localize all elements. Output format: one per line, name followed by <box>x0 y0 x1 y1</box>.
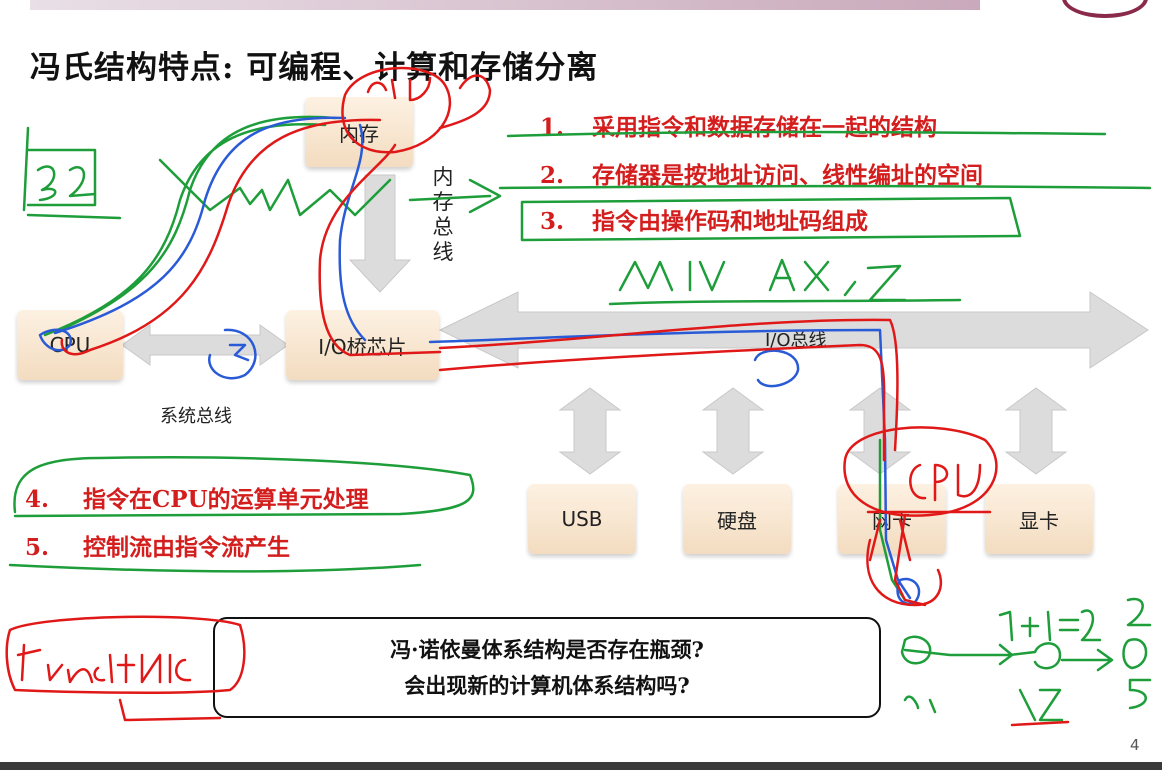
header-bar <box>30 0 980 10</box>
footer-bar <box>0 762 1162 770</box>
nic-bus-arrow <box>848 387 912 475</box>
disk-label: 硬盘 <box>717 508 757 533</box>
rule-4: 4.指令在CPU的运算单元处理 <box>25 486 369 513</box>
page-number: 4 <box>1130 736 1140 754</box>
memory-bus-arrow <box>348 174 412 293</box>
rule-2: 2.存储器是按地址访问、线性编址的空间 <box>540 162 983 189</box>
memory-bus-label: 内 存 总 线 <box>432 165 454 264</box>
disk-box: 硬盘 <box>683 484 791 554</box>
io-bridge-box: I/O桥芯片 <box>286 310 439 380</box>
cpu-box: CPU <box>17 310 123 380</box>
nic-box: 网卡 <box>838 484 946 554</box>
gpu-label: 显卡 <box>1019 508 1059 533</box>
disk-bus-arrow <box>701 387 765 475</box>
io-bridge-label: I/O桥芯片 <box>318 334 407 359</box>
rule-3: 3.指令由操作码和地址码组成 <box>540 208 868 235</box>
question-box: 冯·诺依曼体系结构是否存在瓶颈? 会出现新的计算机体系结构吗? <box>213 617 881 718</box>
usb-bus-arrow <box>558 387 622 475</box>
system-bus-arrow <box>121 324 289 366</box>
system-bus-label: 系统总线 <box>160 406 232 427</box>
gpu-bus-arrow <box>1004 387 1068 475</box>
memory-box: 内存 <box>305 97 413 167</box>
slide-title: 冯氏结构特点: 可编程、计算和存储分离 <box>30 50 599 86</box>
usb-box: USB <box>528 484 636 554</box>
rule-1: 1.采用指令和数据存储在一起的结构 <box>540 114 937 141</box>
usb-label: USB <box>561 507 603 531</box>
question-line-2: 会出现新的计算机体系结构吗? <box>404 672 690 698</box>
io-bus-label: I/O总线 <box>765 330 827 351</box>
nic-label: 网卡 <box>872 508 912 533</box>
cpu-label: CPU <box>49 333 91 357</box>
question-line-1: 冯·诺依曼体系结构是否存在瓶颈? <box>390 636 704 662</box>
rule-5: 5.控制流由指令流产生 <box>25 534 290 561</box>
memory-label: 内存 <box>339 121 379 146</box>
gpu-box: 显卡 <box>985 484 1093 554</box>
